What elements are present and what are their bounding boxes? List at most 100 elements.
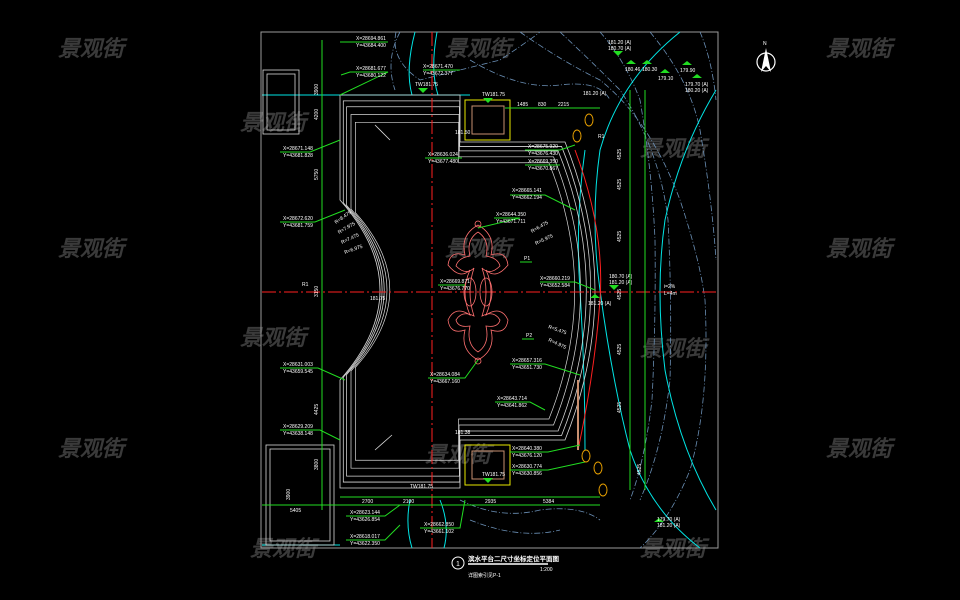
lamp-symbols bbox=[572, 113, 608, 497]
drawing-annotation: X=28630.774 bbox=[512, 464, 542, 470]
drawing-annotation: R=4.975 bbox=[547, 337, 567, 351]
drawing-annotation: Y=43667.160 bbox=[430, 379, 460, 385]
drawing-annotation: Y=43672.377 bbox=[423, 71, 453, 77]
drawing-annotation: X=28634.084 bbox=[430, 372, 460, 378]
drawing-annotation: 181.20 (A) bbox=[657, 523, 681, 529]
drawing-annotation: i=2% bbox=[664, 284, 676, 290]
drawing-annotation: 5750 bbox=[314, 169, 320, 180]
watermark: 景观街 bbox=[58, 437, 128, 462]
drawing-annotation: Y=43626.854 bbox=[350, 517, 380, 523]
drawing-annotation: TW181.75 bbox=[482, 472, 505, 478]
drawing-annotation: R1 bbox=[598, 134, 605, 140]
drawing-annotation: 3900 bbox=[314, 84, 320, 95]
watermark: 景观街 bbox=[640, 337, 710, 362]
dimensions: 3900 4200 5750 3150 4425 3800 3900 4525 … bbox=[262, 40, 646, 514]
drawing-annotation: R1 bbox=[302, 282, 309, 288]
elevation-markers: TW181.75 TW181.75 TW181.75 181.50 181.75… bbox=[370, 40, 709, 529]
drawing-annotation: 180.30 bbox=[642, 67, 658, 73]
drawing-annotation: TW181.75 bbox=[415, 82, 438, 88]
drawing-annotation: 4525 bbox=[617, 231, 623, 242]
drawing-annotation: R=7.475 bbox=[340, 232, 360, 246]
drawing-annotation: X=28681.677 bbox=[356, 66, 386, 72]
watermark: 景观街 bbox=[640, 537, 710, 562]
drawing-annotation: 181.75 bbox=[370, 296, 386, 302]
drawing-annotation: 181.50 bbox=[455, 130, 471, 136]
drawing-annotation: P1 bbox=[524, 256, 530, 262]
drawing-annotation: Y=43652.584 bbox=[540, 283, 570, 289]
drawing-annotation: X=28657.316 bbox=[512, 358, 542, 364]
drawing-annotation: Y=43671.711 bbox=[496, 219, 526, 225]
drawing-frame bbox=[260, 31, 719, 549]
drawing-annotation: R=6.475 bbox=[530, 220, 550, 235]
drawing-annotation: X=28631.003 bbox=[283, 362, 313, 368]
drawing-annotation: 4525 bbox=[617, 289, 623, 300]
drawing-annotation: X=28660.219 bbox=[540, 276, 570, 282]
drawing-annotation: 4525 bbox=[617, 179, 623, 190]
drawing-annotation: 4525 bbox=[617, 149, 623, 160]
drawing-annotation: 180.20 (A) bbox=[685, 88, 709, 94]
drawing-annotation: X=28669.871 bbox=[440, 279, 470, 285]
drawing-annotation: 4425 bbox=[314, 404, 320, 415]
north-label: N bbox=[763, 41, 767, 47]
drawing-annotation: X=28640.380 bbox=[512, 446, 542, 452]
watermark: 景观街 bbox=[58, 37, 128, 62]
drawing-annotation: 179.90 bbox=[680, 68, 696, 74]
drawing-annotation: 5384 bbox=[543, 499, 554, 505]
watermark: 景观街 bbox=[826, 437, 896, 462]
drawing-annotation: 2700 bbox=[362, 499, 373, 505]
drawing-annotation: R=5.975 bbox=[534, 233, 554, 247]
drawing-annotation: X=28618.017 bbox=[350, 534, 380, 540]
drawing-annotation: Y=43670.867 bbox=[528, 166, 558, 172]
drawing-annotation: 179.10 bbox=[658, 76, 674, 82]
drawing-annotation: Y=43662.194 bbox=[512, 195, 542, 201]
drawing-annotation: 2215 bbox=[558, 102, 569, 108]
drawing-annotation: Y=43641.862 bbox=[497, 403, 527, 409]
drawing-annotation: 5405 bbox=[290, 508, 301, 514]
index-markers: P1 P2 R1 R1 bbox=[302, 134, 605, 340]
drawing-annotation: X=28665.141 bbox=[512, 188, 542, 194]
drawing-annotation: R=5.475 bbox=[547, 324, 567, 336]
watermarks: 景观街 景观街 景观街 景观街 景观街 景观街 景观街 景观街 景观街 景观街 … bbox=[58, 37, 896, 562]
drawing-annotation: Y=43622.350 bbox=[350, 541, 380, 547]
title-number: 1 bbox=[456, 561, 460, 568]
drawing-annotation: L=4m bbox=[664, 291, 677, 297]
drawing-annotation: X=28675.920 bbox=[528, 144, 558, 150]
watermark: 景观街 bbox=[58, 237, 128, 262]
drawing-annotation: X=28629.209 bbox=[283, 424, 313, 430]
drawing-annotation: 180.70 (A) bbox=[608, 46, 632, 52]
drawing-annotation: 180.70 (A) bbox=[609, 274, 633, 280]
drawing-annotation: 830 bbox=[538, 102, 547, 108]
drawing-annotation: 4525 bbox=[617, 344, 623, 355]
drawing-annotation: Y=43681.759 bbox=[283, 223, 313, 229]
drawing-annotation: 179.70 (A) bbox=[685, 82, 709, 88]
drawing-annotation: 181.20 (A) bbox=[583, 91, 607, 97]
buildings bbox=[262, 69, 511, 546]
drawing-annotation: 180.46 bbox=[625, 67, 641, 73]
drawing-annotation: Y=43661.102 bbox=[424, 529, 454, 535]
watermark: 景观街 bbox=[445, 37, 515, 62]
drawing-annotation: Y=43676.770 bbox=[440, 286, 470, 292]
drawing-scale: 1:200 bbox=[540, 567, 553, 573]
drawing-annotation: X=28644.350 bbox=[496, 212, 526, 218]
drawing-annotation: 181.20 (A) bbox=[608, 40, 632, 46]
drawing-annotation: X=28636.024 bbox=[428, 152, 458, 158]
watermark: 景观街 bbox=[240, 111, 310, 136]
drawing-annotation: TW181.75 bbox=[410, 484, 433, 490]
drawing-annotation: Y=43651.730 bbox=[512, 365, 542, 371]
drawing-annotation: R=6.975 bbox=[344, 244, 364, 256]
drawing-annotation: 4200 bbox=[314, 109, 320, 120]
drawing-annotation: 2935 bbox=[485, 499, 496, 505]
drawing-annotation: 3800 bbox=[314, 459, 320, 470]
drawing-annotation: 179.70 (A) bbox=[657, 517, 681, 523]
drawing-annotation: X=28643.714 bbox=[497, 396, 527, 402]
drawing-annotation: Y=43638.148 bbox=[283, 431, 313, 437]
platform-outline bbox=[339, 94, 602, 489]
drawing-annotation: Y=43680.122 bbox=[356, 73, 386, 79]
north-arrow: N bbox=[756, 41, 776, 72]
drawing-annotation: P2 bbox=[526, 333, 532, 339]
drawing-annotation: X=28671.148 bbox=[283, 146, 313, 152]
watermark: 景观街 bbox=[826, 37, 896, 62]
drawing-annotation: X=28671.470 bbox=[423, 64, 453, 70]
